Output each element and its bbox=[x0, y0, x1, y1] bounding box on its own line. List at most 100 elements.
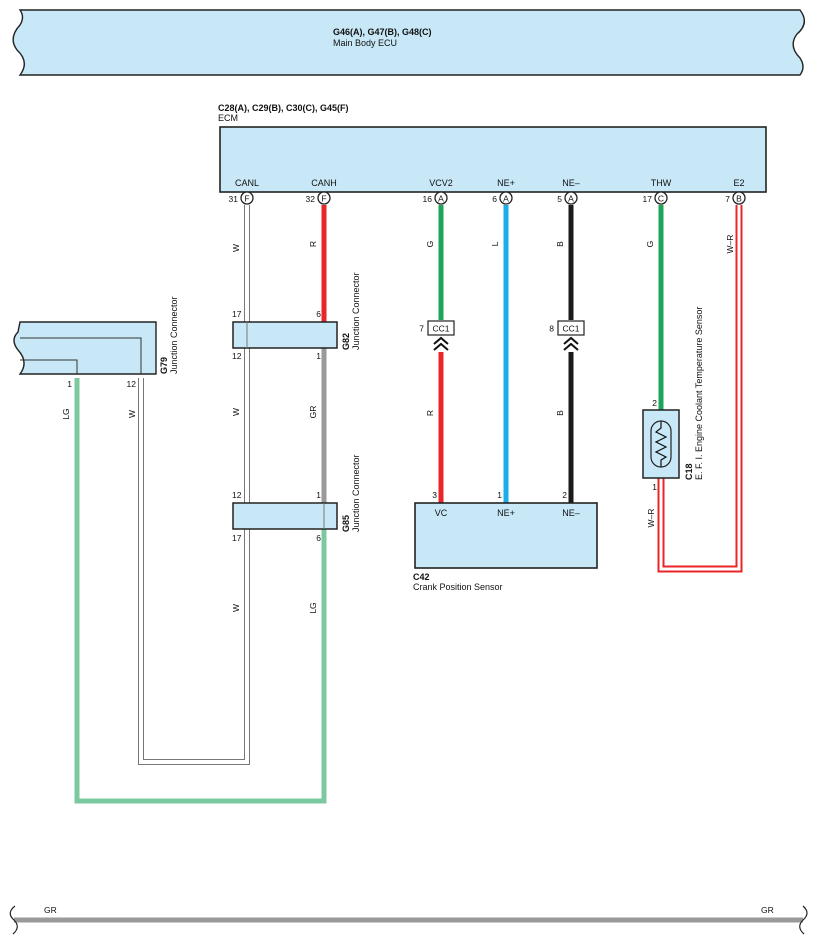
wire-color-label: G bbox=[425, 241, 435, 248]
ecm-name: ECM bbox=[218, 113, 238, 123]
wire-canl bbox=[138, 205, 250, 765]
g85-name: Junction Connector bbox=[351, 454, 361, 532]
ecm-terminal-label: E2 bbox=[733, 178, 744, 188]
bottom-gr-bus: GR GR bbox=[9, 905, 808, 935]
ecm-pin-canl: 31 F bbox=[229, 191, 254, 205]
pin-number: 17 bbox=[643, 194, 653, 204]
g82-pin: 12 bbox=[232, 351, 242, 361]
g82-code: G82 bbox=[341, 333, 351, 350]
ecm-pin-thw: 17 C bbox=[643, 191, 668, 205]
pin-number: 32 bbox=[306, 194, 316, 204]
cc1-box bbox=[557, 320, 585, 336]
c42-code: C42 bbox=[413, 572, 430, 582]
cc1-chevron bbox=[563, 336, 579, 351]
c42-crank-position-sensor: 3 1 2 VC NE+ NE– C42 Crank Position Sens… bbox=[413, 490, 598, 592]
g79-name: Junction Connector bbox=[169, 296, 179, 374]
cc1-pin: 8 bbox=[549, 324, 554, 334]
cc1-box bbox=[427, 320, 455, 336]
wire-color-label: GR bbox=[308, 406, 318, 419]
g79-code: G79 bbox=[159, 357, 169, 374]
main-body-ecu-box bbox=[12, 9, 805, 76]
wire-e2-core bbox=[659, 205, 741, 571]
connector-letter: A bbox=[438, 194, 444, 204]
connector-circle bbox=[564, 191, 578, 205]
ecm-pin-canh: 32 F bbox=[306, 191, 331, 205]
ecm-pin-e2: 7 B bbox=[725, 191, 746, 205]
connector-circle bbox=[434, 191, 448, 205]
connector-circle bbox=[240, 191, 254, 205]
connector-letter: C bbox=[658, 194, 664, 204]
wire-color-labels: W R G L B G W–R R B LG W W GR W LG W–R bbox=[61, 235, 735, 614]
bus-color-label: GR bbox=[761, 905, 774, 915]
wire-color-label: W–R bbox=[646, 509, 656, 528]
g79-inner-bus bbox=[20, 337, 142, 374]
c42-terminal-label: NE– bbox=[562, 508, 580, 518]
ecm-terminal-label: THW bbox=[651, 178, 672, 188]
pin-number: 6 bbox=[492, 194, 497, 204]
cc1-label: CC1 bbox=[432, 324, 449, 334]
ecm-code: C28(A), C29(B), C30(C), G45(F) bbox=[218, 103, 349, 113]
cc1-pin: 7 bbox=[419, 324, 424, 334]
bus-break-left bbox=[9, 905, 18, 935]
wire-color-label: W–R bbox=[725, 235, 735, 254]
ecm-terminal-label: NE+ bbox=[497, 178, 515, 188]
c42-pin: 2 bbox=[562, 490, 567, 500]
connector-circle bbox=[732, 191, 746, 205]
pin-number: 5 bbox=[557, 194, 562, 204]
wires bbox=[74, 205, 743, 804]
c18-code: C18 bbox=[684, 463, 694, 480]
connector-letter: F bbox=[244, 194, 249, 204]
wire-color-label: W bbox=[231, 604, 241, 612]
c42-pin: 1 bbox=[497, 490, 502, 500]
c42-terminal-label: VC bbox=[435, 508, 448, 518]
thermistor-icon bbox=[654, 421, 668, 467]
connector-circle bbox=[317, 191, 331, 205]
g82-pin: 1 bbox=[316, 351, 321, 361]
wire-color-label: L bbox=[490, 241, 500, 246]
wire-color-label: R bbox=[308, 241, 318, 247]
ecm-pin-ne-minus: 5 A bbox=[557, 191, 578, 205]
wire-color-label: B bbox=[555, 241, 565, 247]
connector-circle bbox=[654, 191, 668, 205]
pin-number: 31 bbox=[229, 194, 239, 204]
g79-pin-left: 1 bbox=[67, 379, 72, 389]
g85-pin: 6 bbox=[316, 533, 321, 543]
ecm-terminal-label: NE– bbox=[562, 178, 580, 188]
g85-box bbox=[232, 502, 338, 530]
c42-name: Crank Position Sensor bbox=[413, 582, 503, 592]
g79-junction-connector: 1 12 G79 Junction Connector bbox=[13, 296, 179, 389]
connector-letter: A bbox=[503, 194, 509, 204]
wire-color-label: W bbox=[231, 244, 241, 252]
pin-number: 16 bbox=[423, 194, 433, 204]
wire-color-label: W bbox=[231, 408, 241, 416]
wire-color-label: R bbox=[425, 410, 435, 416]
c18-name: E. F. I. Engine Coolant Temperature Sens… bbox=[694, 307, 704, 480]
g85-pin: 17 bbox=[232, 533, 242, 543]
ecm-terminal-label: CANH bbox=[311, 178, 337, 188]
ecm-pins: 31 F 32 F 16 A 6 A 5 A 17 C bbox=[229, 191, 746, 205]
g85-code: G85 bbox=[341, 515, 351, 532]
connector-letter: B bbox=[736, 194, 742, 204]
g79-pin-right: 12 bbox=[127, 379, 137, 389]
c18-pin: 2 bbox=[652, 398, 657, 408]
c42-box bbox=[414, 502, 598, 569]
connector-letter: A bbox=[568, 194, 574, 204]
wire-color-label: W bbox=[127, 410, 137, 418]
g82-junction-connector: 17 6 12 1 G82 Junction Connector bbox=[232, 272, 361, 361]
main-body-ecu-name: Main Body ECU bbox=[333, 38, 397, 48]
pin-number: 7 bbox=[725, 194, 730, 204]
cc1-connector-ne-minus: CC1 8 bbox=[549, 320, 585, 351]
wire-canl-core bbox=[139, 205, 249, 764]
c18-coolant-temp-sensor: 2 1 C18 E. F. I. Engine Coolant Temperat… bbox=[642, 307, 704, 492]
connector-circle bbox=[499, 191, 513, 205]
cc1-chevron bbox=[433, 336, 449, 351]
c42-terminal-label: NE+ bbox=[497, 508, 515, 518]
connector-letter: F bbox=[321, 194, 326, 204]
main-body-ecu: G46(A), G47(B), G48(C) Main Body ECU bbox=[12, 9, 805, 76]
bus-break-right bbox=[799, 905, 808, 935]
ecm-terminal-label: VCV2 bbox=[429, 178, 453, 188]
wire-color-label: LG bbox=[308, 602, 318, 613]
ecm-pin-ne-plus: 6 A bbox=[492, 191, 513, 205]
g85-junction-connector: 12 1 17 6 G85 Junction Connector bbox=[232, 454, 361, 543]
